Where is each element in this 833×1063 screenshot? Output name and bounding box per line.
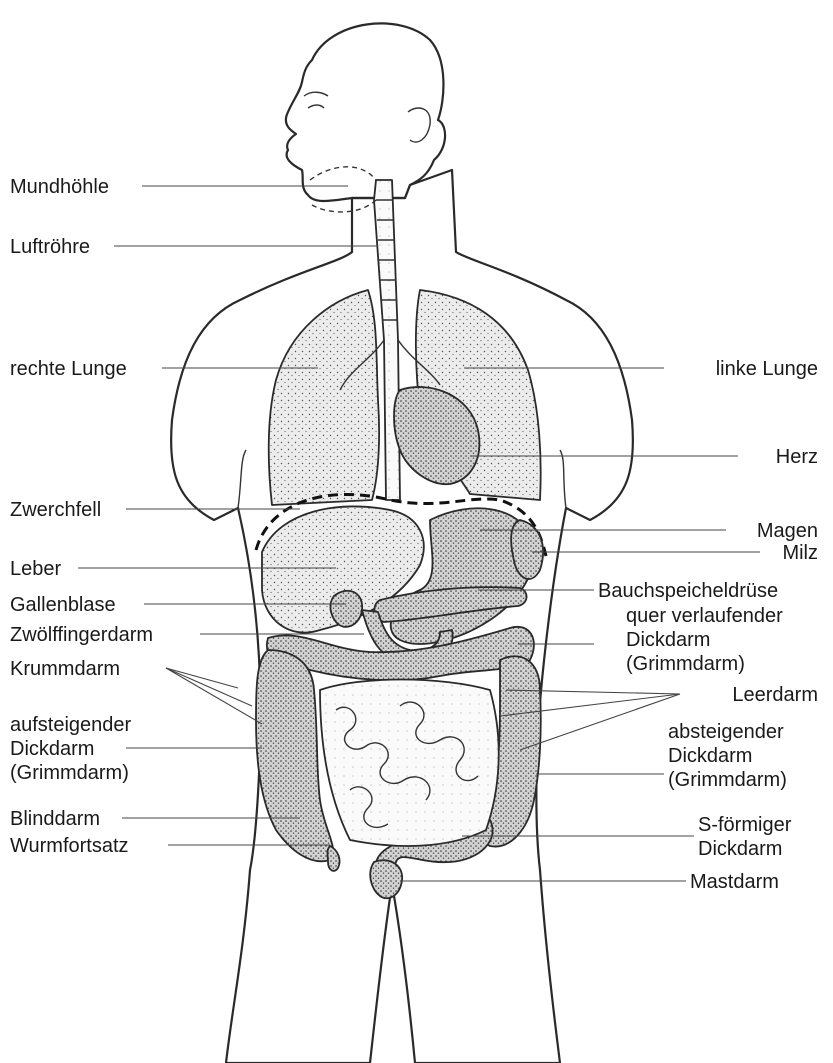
labels-right: linke Lunge Herz Magen Milz Bauchspeiche… bbox=[598, 358, 818, 893]
label-absteigender-line3: (Grimmdarm) bbox=[668, 769, 787, 791]
label-absteigender-line2: Dickdarm bbox=[668, 745, 752, 767]
label-linke-lunge: linke Lunge bbox=[716, 358, 818, 380]
label-mastdarm: Mastdarm bbox=[690, 871, 779, 893]
label-aufsteigender-line1: aufsteigender bbox=[10, 714, 132, 736]
label-zwerchfell: Zwerchfell bbox=[10, 499, 101, 521]
eye bbox=[308, 105, 324, 108]
label-aufsteigender-line2: Dickdarm bbox=[10, 738, 94, 760]
label-magen: Magen bbox=[757, 520, 818, 542]
label-wurmfortsatz: Wurmfortsatz bbox=[10, 835, 129, 857]
appendix bbox=[328, 846, 340, 871]
small-intestine bbox=[320, 680, 499, 846]
label-s-foermiger-line1: S-förmiger bbox=[698, 814, 792, 836]
right-lung bbox=[269, 290, 379, 505]
label-querverlaufender-line2: Dickdarm bbox=[626, 629, 710, 651]
label-rechte-lunge: rechte Lunge bbox=[10, 358, 127, 380]
ear bbox=[408, 108, 430, 142]
leader-krummdarm-2 bbox=[166, 668, 252, 706]
label-krummdarm: Krummdarm bbox=[10, 658, 120, 680]
label-luftroehre: Luftröhre bbox=[10, 236, 90, 258]
gallbladder bbox=[330, 591, 362, 627]
label-leber: Leber bbox=[10, 558, 61, 580]
right-armpit-line bbox=[560, 450, 566, 508]
head-silhouette bbox=[286, 23, 445, 201]
left-armpit-line bbox=[238, 450, 246, 508]
ascending-colon bbox=[256, 650, 333, 861]
rectum bbox=[370, 860, 402, 898]
label-blinddarm: Blinddarm bbox=[10, 808, 100, 830]
labels-left: Mundhöhle Luftröhre rechte Lunge Zwerchf… bbox=[10, 176, 153, 857]
eyebrow bbox=[304, 92, 328, 96]
label-bauchspeicheldruese: Bauchspeicheldrüse bbox=[598, 580, 778, 602]
leader-krummdarm-1 bbox=[166, 668, 238, 688]
label-aufsteigender-line3: (Grimmdarm) bbox=[10, 762, 129, 784]
label-milz: Milz bbox=[782, 542, 818, 564]
label-mundhoehle: Mundhöhle bbox=[10, 176, 109, 198]
label-gallenblase: Gallenblase bbox=[10, 594, 116, 616]
label-zwoelffingerdarm: Zwölffingerdarm bbox=[10, 624, 153, 646]
label-leerdarm: Leerdarm bbox=[732, 684, 818, 706]
label-absteigender-line1: absteigender bbox=[668, 721, 784, 743]
label-querverlaufender-line3: (Grimmdarm) bbox=[626, 653, 745, 675]
label-s-foermiger-line2: Dickdarm bbox=[698, 838, 782, 860]
label-querverlaufender-line1: quer verlaufender bbox=[626, 605, 783, 627]
mouth-cavity bbox=[310, 167, 376, 212]
leader-leerdarm-3 bbox=[520, 694, 680, 750]
leader-krummdarm-3 bbox=[166, 668, 262, 724]
label-herz: Herz bbox=[776, 446, 818, 468]
